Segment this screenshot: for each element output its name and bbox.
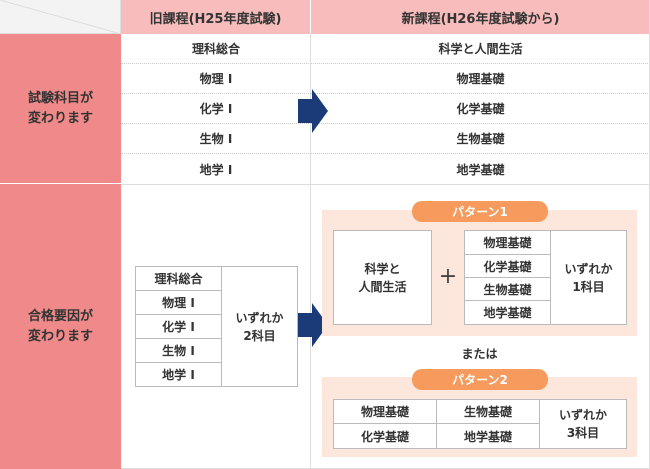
old-choice-subject: 理科総合 — [136, 267, 221, 291]
old-choice-subject: 物理 I — [136, 291, 221, 315]
choice-line: いずれか — [564, 261, 613, 276]
section-label-line: 試験科目が — [27, 91, 93, 106]
table-divider — [436, 400, 437, 448]
pattern2-title: パターン2 — [412, 369, 548, 390]
table-divider — [539, 400, 540, 448]
old-choice-subject: 地学 I — [162, 368, 195, 382]
pattern2-option: 化学基礎 — [360, 429, 409, 444]
required-line: 科学と — [364, 261, 401, 276]
old-choice-subject: 化学 I — [136, 315, 221, 339]
old-choice-subject: 生物 I — [136, 339, 221, 363]
section-label-subjects-change: 試験科目が 変わります — [0, 34, 121, 184]
new-subject-row: 化学基礎 — [311, 94, 650, 124]
pattern2-option: 生物基礎 — [437, 400, 539, 424]
old-subject-row: 生物 I — [121, 124, 311, 154]
header-old-curriculum: 旧課程(H25年度試験) — [121, 0, 311, 34]
pattern1-choice-table: 物理基礎 化学基礎 生物基礎 地学基礎 いずれか 1科目 — [464, 230, 627, 325]
required-line: 人間生活 — [358, 279, 407, 294]
table-divider — [550, 231, 551, 324]
pattern2-choice-table: 物理基礎 生物基礎 化学基礎 地学基礎 いずれか 3科目 — [333, 399, 627, 449]
choice-line: 2科目 — [243, 328, 276, 343]
new-subject-row: 生物基礎 — [311, 124, 650, 154]
column-divider — [310, 34, 311, 469]
pattern2-option: 地学基礎 — [463, 429, 512, 444]
choice-line: いずれか — [235, 310, 284, 325]
section-label-pass-factors-change: 合格要因が 変わります — [0, 184, 121, 469]
pattern2-option: 物理基礎 — [334, 400, 436, 424]
right-arrow-icon — [298, 89, 328, 133]
choice-line: 1科目 — [572, 279, 605, 294]
header-corner — [0, 0, 121, 34]
old-subject-row: 化学 I — [121, 94, 311, 124]
new-subject-row: 地学基礎 — [456, 162, 505, 177]
new-subject-row: 科学と人間生活 — [311, 34, 650, 64]
pattern2-choice-rule: いずれか 3科目 — [540, 400, 626, 448]
choice-line: いずれか — [558, 408, 607, 422]
or-separator: または — [461, 346, 498, 361]
right-arrow-icon — [298, 303, 328, 347]
pattern1-option: 地学基礎 — [483, 306, 532, 320]
old-choice-rule: いずれか 2科目 — [222, 267, 297, 386]
new-subject-row: 物理基礎 — [311, 64, 650, 94]
section-label-line: 変わります — [27, 328, 93, 344]
pattern1-choice-rule: いずれか 1科目 — [551, 231, 626, 324]
old-subject-row: 理科総合 — [121, 34, 311, 64]
header-new-curriculum: 新課程(H26年度試験から) — [311, 0, 650, 34]
pattern1-option: 化学基礎 — [465, 255, 550, 278]
pattern1-option: 物理基礎 — [465, 231, 550, 255]
plus-icon: + — [438, 263, 458, 289]
section-label-line: 合格要因が — [27, 309, 93, 324]
pattern1-title: パターン1 — [412, 201, 548, 222]
pattern1-required-subject: 科学と 人間生活 — [333, 230, 432, 325]
choice-line: 3科目 — [566, 426, 600, 440]
old-subject-row: 物理 I — [121, 64, 311, 94]
section-label-line: 変わります — [27, 110, 93, 126]
old-subject-choice-table: 理科総合 物理 I 化学 I 生物 I 地学 I いずれか 2科目 — [135, 266, 298, 387]
pattern1-option: 生物基礎 — [465, 278, 550, 301]
table-divider — [221, 267, 222, 386]
corner-diagonal — [0, 0, 121, 34]
old-subject-row: 地学 I — [199, 162, 233, 177]
section-divider — [121, 184, 650, 185]
